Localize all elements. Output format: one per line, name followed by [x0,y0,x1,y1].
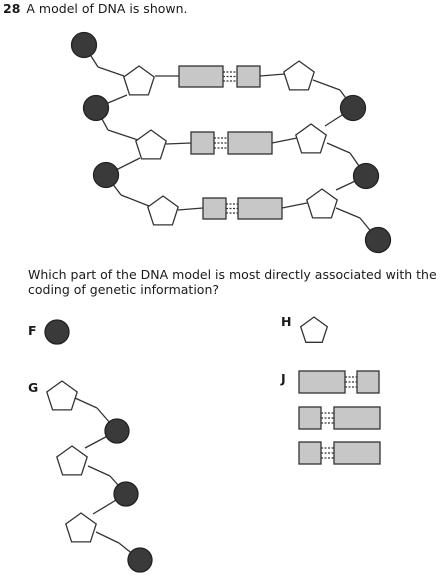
phosphate-circle [339,94,367,122]
option-f-phosphate [44,319,70,345]
question-prompt: Which part of the DNA model is most dire… [28,267,437,297]
base-rect [227,131,273,155]
question-number: 28 [3,1,21,16]
base-rect [298,406,322,430]
phosphate-circle [82,94,110,122]
base-rect [356,370,380,394]
option-g-label[interactable]: G [28,380,39,395]
option-g-backbone [46,380,153,573]
phosphate-circle [113,481,139,507]
sugar-pentagon [283,60,315,91]
dna-model-bases [178,65,283,220]
phosphate-circle [104,418,130,444]
sugar-pentagon [65,512,97,543]
base-rect [298,441,322,465]
phosphate-circle [92,161,120,189]
base-rect [333,406,381,430]
option-h-sugar [299,316,329,343]
base-rect [202,197,227,220]
question-stem: A model of DNA is shown. [26,1,188,16]
dna-model-hydrogen-bonds [214,71,238,214]
base-rect [333,441,381,465]
dna-model-phosphates [70,31,392,254]
option-h-label[interactable]: H [281,314,292,329]
dna-model-sugars [123,60,338,226]
option-f-label[interactable]: F [28,323,37,338]
base-rect [236,65,261,88]
base-rect [190,131,215,155]
phosphate-circle [127,547,153,573]
base-rect [298,370,346,394]
sugar-pentagon [295,123,327,154]
base-rect [178,65,224,88]
base-rect [237,197,283,220]
question-header: 28 A model of DNA is shown. [3,1,188,16]
sugar-pentagon [306,188,338,219]
option-j-base-pairs [298,370,381,465]
phosphate-circle [352,162,380,190]
phosphate-circle [364,226,392,254]
sugar-pentagon [135,129,167,160]
sugar-pentagon [147,195,179,226]
option-j-label[interactable]: J [281,371,286,386]
sugar-pentagon [56,445,88,476]
phosphate-circle [70,31,98,59]
sugar-pentagon [123,65,155,96]
sugar-pentagon [46,380,78,411]
